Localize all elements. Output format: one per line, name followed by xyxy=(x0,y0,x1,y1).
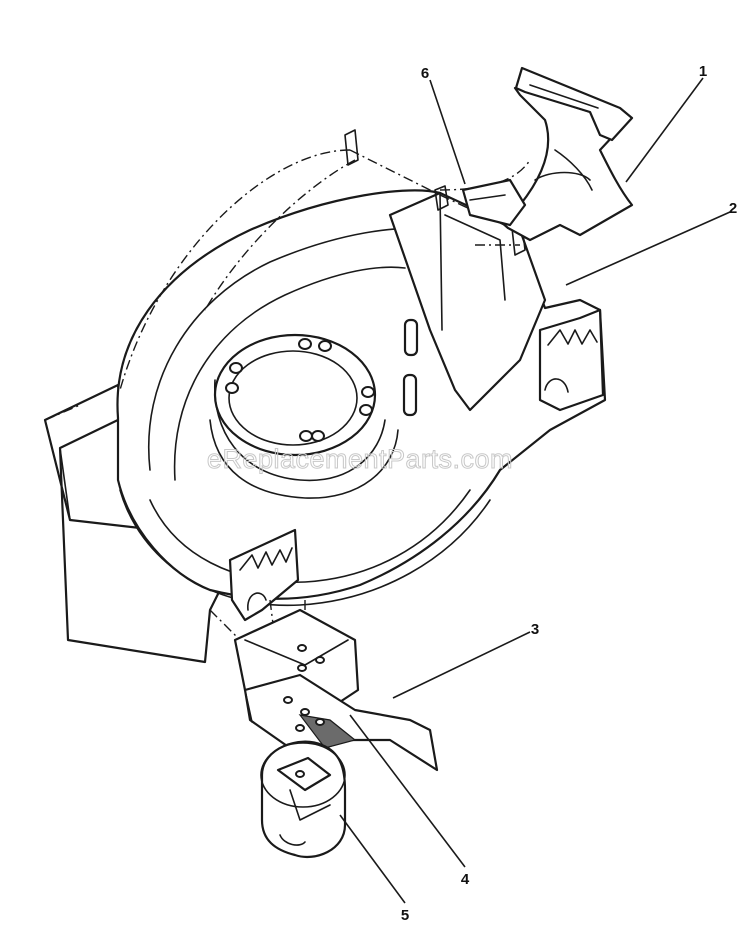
callout-2: 2 xyxy=(729,200,737,217)
watermark: eReplacementParts.com xyxy=(207,444,513,474)
leader-lines xyxy=(339,77,731,904)
fan-cup-icon xyxy=(260,740,347,859)
callout-1: 1 xyxy=(699,63,707,80)
callout-5: 5 xyxy=(401,907,409,924)
callout-3: 3 xyxy=(531,621,539,638)
mower-deck-housing-icon xyxy=(43,129,607,664)
rear-flap-icon xyxy=(461,178,527,227)
grass-chute-icon xyxy=(468,66,634,242)
callout-6: 6 xyxy=(421,65,429,82)
callout-4: 4 xyxy=(461,871,470,888)
